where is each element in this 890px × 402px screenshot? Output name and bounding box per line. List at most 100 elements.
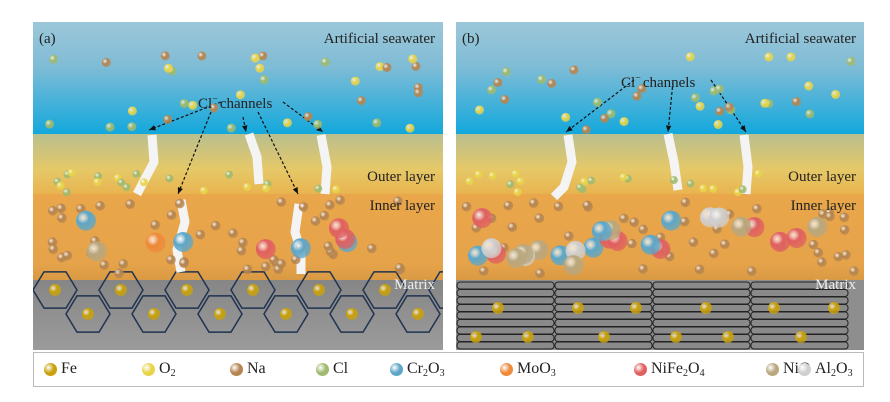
- channel-arrow: [177, 111, 212, 195]
- particle-na: [709, 248, 719, 259]
- particle-na: [680, 197, 691, 208]
- particle-o2: [261, 184, 270, 193]
- particle-o2: [405, 123, 415, 133]
- particle-cl: [690, 93, 700, 103]
- arrow-head: [566, 125, 573, 132]
- particle-na: [503, 200, 514, 211]
- panel-label: (a): [39, 31, 56, 47]
- grain-hexagon: [197, 295, 243, 333]
- particle-na: [48, 244, 59, 255]
- particle-cr2o3: [290, 238, 311, 259]
- particle-fe: [492, 302, 504, 314]
- particle-o2: [561, 112, 571, 122]
- legend-label: NiFe2O4: [651, 360, 705, 379]
- legend-label: Cr2O3: [407, 360, 445, 379]
- channels-label-suffix: channels: [642, 75, 696, 91]
- particle-na: [160, 51, 170, 61]
- particle-cl: [179, 98, 189, 108]
- particle-na: [175, 198, 185, 209]
- particle-na: [242, 264, 253, 275]
- particle-na: [310, 216, 321, 226]
- particle-na: [752, 203, 762, 214]
- particle-na: [688, 237, 699, 248]
- legend-item-nife2o4: NiFe2O4: [634, 360, 705, 379]
- particle-fe: [280, 308, 292, 320]
- arrow-head: [740, 125, 746, 132]
- outer-layer-label: Outer layer: [367, 169, 435, 185]
- legend-swatch-icon: [142, 363, 155, 376]
- lamella: [652, 311, 751, 320]
- particle-o2: [580, 177, 589, 186]
- particle-fe: [572, 302, 584, 314]
- particle-na: [582, 200, 593, 211]
- particle-na: [179, 258, 189, 268]
- grain-hexagon: [33, 271, 78, 309]
- particle-o2: [235, 90, 245, 100]
- channels-label-prefix: Cl: [621, 75, 636, 91]
- lamella: [554, 341, 653, 350]
- particle-na: [62, 250, 73, 261]
- particle-na: [303, 112, 313, 122]
- particle-nio: [731, 216, 752, 237]
- channel-arrow: [257, 111, 299, 195]
- particle-nio: [506, 248, 527, 269]
- particle-na: [197, 51, 207, 61]
- particle-cl: [314, 184, 323, 193]
- particle-cl: [537, 75, 547, 85]
- particle-cr2o3: [76, 210, 97, 231]
- particle-cl: [225, 170, 234, 179]
- particle-nio: [807, 216, 828, 237]
- particle-na: [534, 213, 545, 223]
- particle-na: [101, 57, 111, 67]
- panel-b-graphics: [456, 52, 859, 350]
- particle-cl: [45, 119, 55, 129]
- lamella: [652, 334, 751, 342]
- particle-o2: [708, 184, 717, 193]
- particle-cl: [587, 176, 596, 185]
- grain-hexagon: [329, 295, 375, 333]
- particle-nife2o4: [472, 208, 493, 229]
- particle-al2o3: [709, 207, 730, 228]
- particle-na: [298, 202, 309, 212]
- particle-na: [547, 79, 557, 89]
- particle-na: [367, 243, 377, 254]
- particle-o2: [243, 182, 252, 191]
- particle-fe: [148, 308, 160, 320]
- particle-fe: [470, 331, 482, 343]
- particle-o2: [754, 169, 763, 178]
- particle-na: [166, 254, 176, 265]
- legend-item-cl: Cl: [316, 360, 348, 378]
- particle-cl: [714, 84, 724, 94]
- grain-hexagon: [362, 271, 408, 309]
- particle-cl: [320, 57, 330, 67]
- particle-na: [323, 241, 334, 252]
- particle-o2: [350, 76, 360, 86]
- particle-o2: [619, 173, 628, 182]
- particle-fe: [115, 284, 127, 296]
- particle-fe: [49, 284, 61, 296]
- particle-cl: [259, 75, 269, 85]
- particle-o2: [760, 98, 770, 108]
- particle-na: [493, 78, 503, 88]
- particle-na: [581, 125, 591, 135]
- particle-na: [839, 212, 850, 223]
- arrow-head: [665, 125, 672, 132]
- particle-o2: [408, 54, 418, 64]
- particle-o2: [475, 105, 485, 115]
- particle-cl: [576, 183, 585, 192]
- grain-hexagon: [395, 295, 441, 333]
- particle-na: [632, 91, 642, 101]
- legend-label: Al2O3: [815, 360, 853, 379]
- particle-nife2o4: [786, 228, 807, 249]
- particle-na: [500, 95, 510, 105]
- particle-na: [638, 264, 648, 274]
- particles: [45, 51, 423, 279]
- legend-item-cr2o3: Cr2O3: [390, 360, 445, 379]
- channel-arrow: [565, 79, 635, 133]
- particle-fe: [768, 302, 780, 314]
- particle-na: [564, 231, 574, 241]
- grain-hexagon: [164, 271, 210, 309]
- lamella: [456, 319, 555, 327]
- particle-na: [57, 213, 67, 223]
- seawater-region: [456, 22, 864, 134]
